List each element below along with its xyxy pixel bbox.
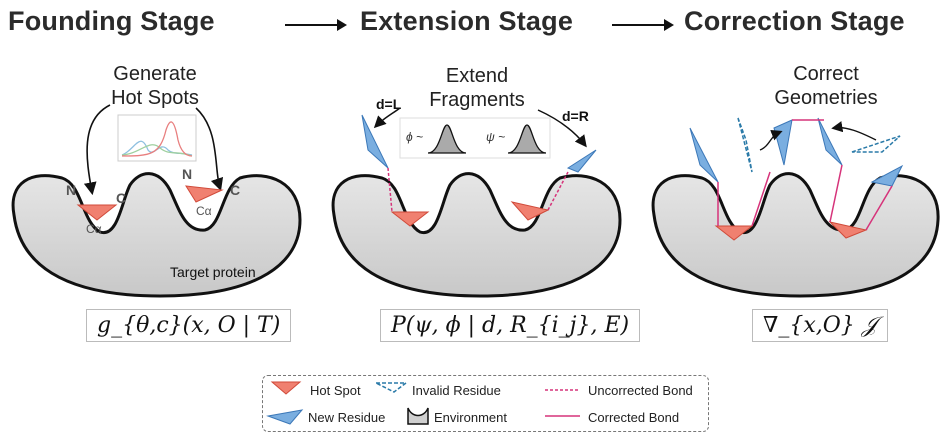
legend-invalid-residue: Invalid Residue: [412, 383, 501, 398]
corrected-bond-2: [751, 171, 771, 227]
generate-arrow-left: [83, 104, 111, 196]
hot-spot-distribution-inset: [117, 114, 197, 162]
generate-caption: Generate Hot Spots: [100, 62, 210, 110]
direction-left-label: d=L: [376, 96, 402, 112]
legend-environment: Environment: [434, 410, 507, 425]
new-residue-ext-left: [361, 114, 389, 169]
stage-arrow-1: [285, 19, 347, 31]
environment-extension: [331, 172, 622, 298]
hot-spot-2: [185, 185, 224, 203]
phi-dist-label: ϕ ~: [406, 130, 424, 144]
new-residue-cor-4: [870, 164, 904, 187]
hot-spot-1: [76, 204, 118, 221]
legend-hot-spot: Hot Spot: [310, 383, 361, 398]
legend-new-residue: New Residue: [308, 410, 386, 425]
extension-formula: P(ψ, ϕ | d, R_{i_j}, E): [380, 309, 641, 342]
correct-caption-line1: Correct: [793, 63, 859, 85]
legend-icons: [266, 381, 580, 425]
generate-caption-line1: Generate: [113, 63, 197, 85]
founding-formula: g_{θ,c}(x, O | T): [86, 309, 292, 342]
extend-caption-line2: Fragments: [429, 89, 525, 111]
atom-ca-label-1: Cα: [86, 222, 102, 236]
extend-arrow-right: [537, 109, 587, 148]
legend-box: [262, 375, 709, 432]
correct-arrow-left: [759, 129, 783, 151]
founding-stage-title: Founding Stage: [8, 6, 215, 36]
legend-corrected-bond: Corrected Bond: [588, 410, 680, 425]
hot-spot-ext-1: [390, 211, 430, 227]
extension-stage-title: Extension Stage: [360, 6, 574, 36]
correction-stage-title: Correction Stage: [684, 6, 905, 36]
target-protein-label: Target protein: [170, 264, 256, 280]
uncorrected-bond-1: [387, 167, 393, 213]
hot-spot-cor-1: [714, 225, 754, 241]
corrected-bond-5: [865, 185, 893, 231]
correct-arrow-right: [831, 121, 877, 141]
uncorrected-bond-2: [547, 171, 569, 211]
generate-caption-line2: Hot Spots: [111, 87, 199, 109]
atom-c-label-1: C: [116, 190, 127, 206]
correction-formula: ∇_{x,O} 𝒥: [752, 309, 888, 342]
invalid-residue-2: [851, 135, 901, 153]
extend-caption: Extend Fragments: [412, 64, 542, 112]
correct-caption-line2: Geometries: [774, 87, 878, 109]
new-residue-cor-3: [817, 117, 843, 166]
new-residue-cor-1: [689, 127, 719, 183]
environment-founding: [11, 172, 302, 298]
atom-ca-label-2: Cα: [196, 204, 212, 218]
new-residue-ext-right: [566, 149, 597, 173]
new-residue-cor-2: [773, 119, 793, 166]
correct-caption: Correct Geometries: [756, 62, 896, 110]
extend-caption-line1: Extend: [445, 65, 509, 87]
atom-n-label-1: N: [66, 182, 77, 198]
extend-arrow-left: [373, 107, 401, 129]
hot-spot-cor-2: [828, 221, 868, 239]
psi-dist-label: ψ ~: [486, 130, 506, 144]
invalid-residue-1: [737, 117, 753, 173]
angle-distribution-box: [399, 117, 551, 159]
hot-spot-ext-2: [510, 201, 550, 221]
generate-arrow-right: [195, 107, 224, 192]
legend-uncorrected-bond: Uncorrected Bond: [588, 383, 693, 398]
environment-correction: [651, 172, 940, 298]
direction-right-label: d=R: [562, 108, 589, 124]
atom-c-label-2: C: [230, 182, 241, 198]
stage-arrow-2: [612, 19, 674, 31]
atom-n-label-2: N: [182, 166, 193, 182]
corrected-bond-4: [829, 164, 843, 223]
